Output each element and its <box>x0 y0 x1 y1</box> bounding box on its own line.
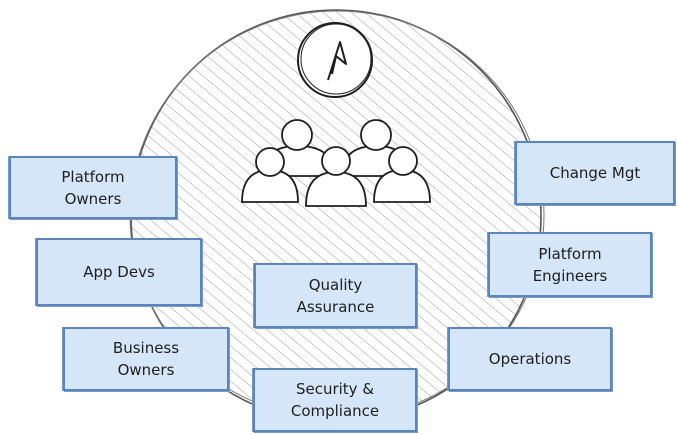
team-icon <box>241 119 431 207</box>
platform-owners-box: Platform Owners <box>9 156 177 219</box>
app-devs-box: App Devs <box>36 238 202 306</box>
app-devs-label: App Devs <box>83 263 155 281</box>
security-compliance-label: Security & Compliance <box>290 380 380 420</box>
operations-label: Operations <box>488 350 572 368</box>
business-owners-label: Business Owners <box>112 339 180 379</box>
change-mgt-box: Change Mgt <box>515 141 675 205</box>
change-mgt-label: Change Mgt <box>549 164 641 182</box>
operations-box: Operations <box>448 327 612 391</box>
compass-icon <box>297 22 373 98</box>
platform-engineers-label: Platform Engineers <box>532 244 608 285</box>
quality-assurance-label: Quality Assurance <box>296 275 375 316</box>
security-compliance-box: Security & Compliance <box>253 368 417 432</box>
quality-assurance-box: Quality Assurance <box>254 263 417 328</box>
business-owners-box: Business Owners <box>63 327 229 391</box>
platform-owners-label: Platform Owners <box>61 167 125 208</box>
platform-engineers-box: Platform Engineers <box>488 232 652 297</box>
